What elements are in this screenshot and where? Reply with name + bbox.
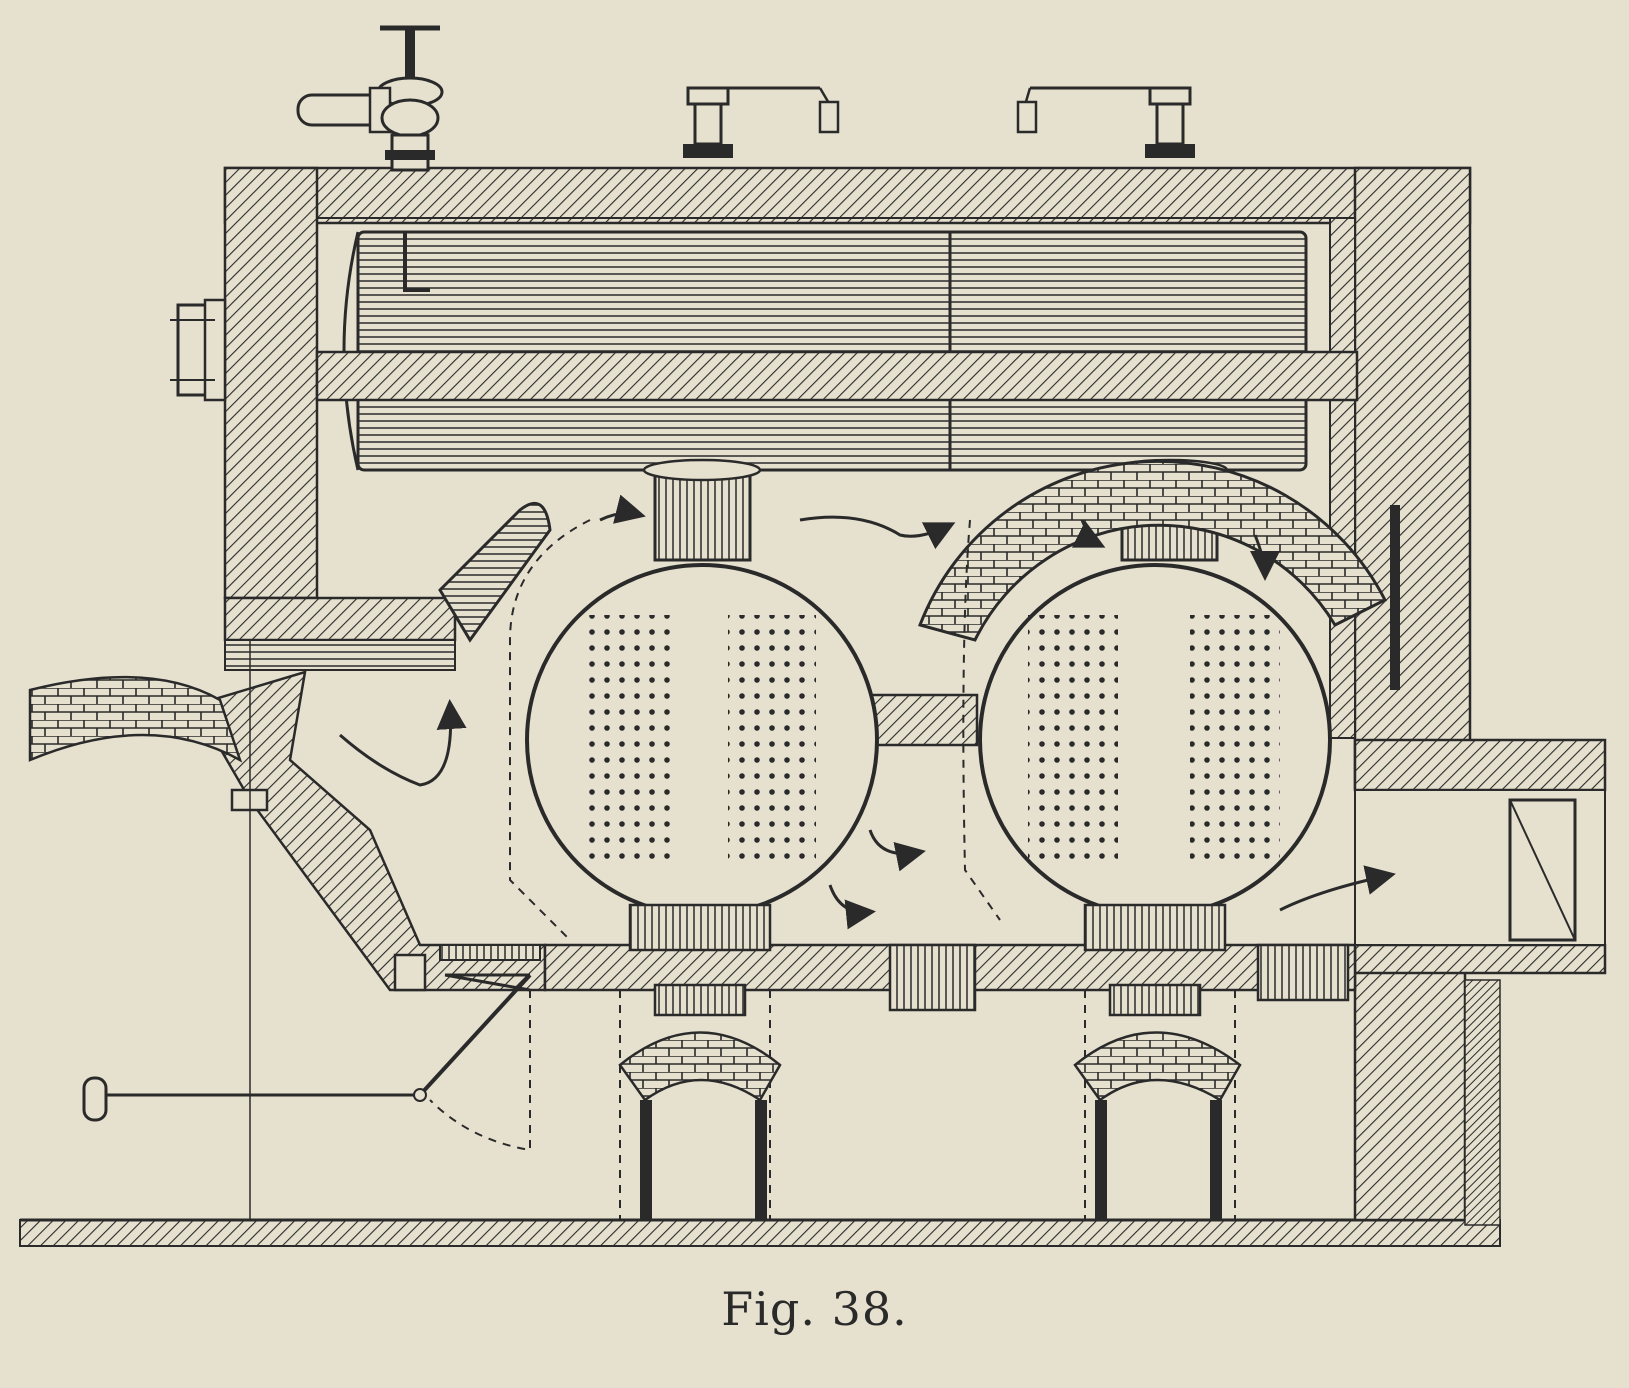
- side-manhole: [170, 298, 227, 402]
- mud-drum-left: [628, 903, 772, 1017]
- hidden-outlines: [429, 519, 1236, 1220]
- grate-lever: [82, 944, 541, 1122]
- feed-pipes: [888, 943, 1350, 1012]
- safety-valve-right: [1016, 86, 1195, 158]
- steam-drum: [315, 230, 1359, 472]
- tube-boiler-left: [525, 563, 879, 917]
- tube-boiler-right: [978, 563, 1332, 917]
- safety-valve-left: [683, 86, 840, 158]
- middle-baffle: [870, 693, 979, 747]
- ashpit-arch-right: [1073, 1031, 1242, 1220]
- ground: [19, 1218, 1501, 1247]
- flow-arrows: [339, 494, 1396, 930]
- masonry-setting: [223, 166, 1607, 975]
- main-steam-valve: [296, 25, 444, 172]
- figure-caption: Fig. 38.: [721, 1282, 908, 1336]
- mud-drum-right: [1083, 903, 1227, 1017]
- flue-channel: [1354, 505, 1606, 946]
- firebox: [28, 501, 552, 1220]
- right-foundation-wall: [1353, 948, 1501, 1226]
- connecting-neck-left: [642, 458, 762, 562]
- ashpit-arch-left: [618, 1031, 782, 1220]
